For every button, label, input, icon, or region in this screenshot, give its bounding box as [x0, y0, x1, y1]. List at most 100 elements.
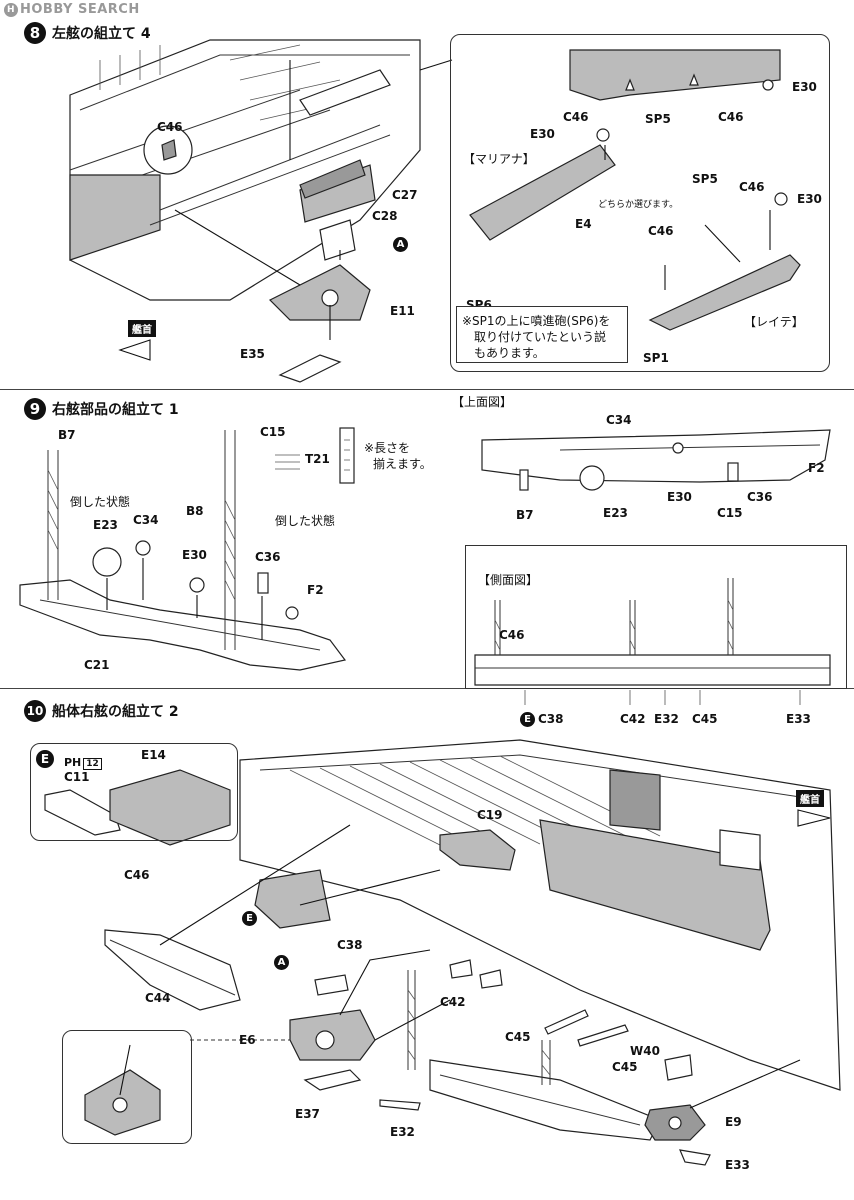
part-label-w40: W40	[630, 1044, 660, 1058]
paint-code-prefix: PH	[64, 756, 82, 769]
side-view-title: 【側面図】	[478, 573, 539, 587]
step9-parts-drawing	[19, 427, 355, 671]
top-view-drawing	[481, 429, 831, 491]
top-view-label-c15: C15	[717, 506, 743, 520]
folded-state-note-b8: 倒した状態	[275, 514, 336, 528]
part-label-c46-b: C46	[648, 224, 674, 238]
part-label-c46-left: C46	[563, 110, 589, 124]
step10-hull-drawing	[239, 739, 841, 1141]
side-view-box	[465, 545, 847, 689]
part-label-t21: T21	[305, 452, 330, 466]
part-label-c38: C38	[337, 938, 363, 952]
part-label-e30-top: E30	[792, 80, 817, 94]
choice-note: どちらか選びます。	[598, 200, 679, 210]
part-label-b7: B7	[58, 428, 76, 442]
part-label-f2: F2	[307, 583, 324, 597]
part-label-e35: E35	[240, 347, 265, 361]
side-view-label-c46: C46	[499, 628, 525, 642]
top-view-label-b7: B7	[516, 508, 534, 522]
folded-state-note-b7: 倒した状態	[70, 495, 131, 509]
section-divider	[0, 389, 854, 390]
part-label-e33: E33	[725, 1158, 750, 1172]
hull-left-side-drawing	[69, 39, 453, 383]
detail-box-drawing	[469, 49, 801, 331]
part-label-c15: C15	[260, 425, 286, 439]
part-label-e23: E23	[93, 518, 118, 532]
detail-box	[450, 34, 830, 372]
variant-mariana-label: 【マリアナ】	[463, 152, 535, 166]
detail-inset-box	[62, 1030, 192, 1144]
side-view-label-c45: C45	[692, 712, 718, 726]
marker-a: A	[393, 237, 408, 252]
part-label-sp5-top: SP5	[645, 112, 671, 126]
part-label-e11: E11	[390, 304, 415, 318]
part-label-e6: E6	[239, 1033, 256, 1047]
step-number: 10	[24, 700, 46, 722]
length-note-line-2: 揃えます。	[373, 457, 432, 471]
part-label-e14: E14	[141, 748, 166, 762]
top-view-label-c36: C36	[747, 490, 773, 504]
section-divider	[0, 688, 854, 689]
part-label-c34: C34	[133, 513, 159, 527]
marker-a: A	[274, 955, 289, 970]
part-label-e32: E32	[390, 1125, 415, 1139]
marker-e: E	[242, 911, 257, 926]
length-note-line-1: ※長さを	[364, 441, 411, 455]
sp6-note-line-2: 取り付けていたという説	[474, 330, 607, 344]
part-label-c36: C36	[255, 550, 281, 564]
step-title: 左舷の組立て 4	[52, 26, 151, 42]
part-label-e9: E9	[725, 1115, 742, 1129]
part-label-c46-right: C46	[718, 110, 744, 124]
step-8-header: 8 左舷の組立て 4	[24, 22, 151, 44]
part-label-e4: E4	[575, 217, 592, 231]
part-label-c45-a: C45	[505, 1030, 531, 1044]
part-label-c44: C44	[145, 991, 171, 1005]
top-view-label-f2: F2	[808, 461, 825, 475]
step-9-header: 9 右舷部品の組立て 1	[24, 398, 179, 420]
side-view-drawing	[474, 578, 831, 705]
part-label-c46: C46	[124, 868, 150, 882]
top-view-label-e23: E23	[603, 506, 628, 520]
marker-e-side: E	[520, 712, 535, 727]
step10-parts-drawing	[44, 769, 831, 1166]
part-label-c19: C19	[477, 808, 503, 822]
bow-direction-label: 艦首	[128, 320, 156, 337]
side-view-label-c42: C42	[620, 712, 646, 726]
marker-e-box: E	[36, 750, 54, 768]
part-label-c42: C42	[440, 995, 466, 1009]
bow-direction-label: 艦首	[796, 790, 824, 807]
side-view-label-c38: C38	[538, 712, 564, 726]
sp6-note-box	[456, 306, 628, 363]
part-label-b8: B8	[186, 504, 204, 518]
part-label-c27: C27	[392, 188, 418, 202]
side-view-label-e32: E32	[654, 712, 679, 726]
part-label-sp5: SP5	[692, 172, 718, 186]
sp6-note-line-1: ※SP1の上に噴進砲(SP6)を	[462, 314, 611, 328]
top-view-label-e30: E30	[667, 490, 692, 504]
part-label-c21: C21	[84, 658, 110, 672]
part-label-e37: E37	[295, 1107, 320, 1121]
side-view-label-e33: E33	[786, 712, 811, 726]
step-title: 船体右舷の組立て 2	[52, 704, 179, 720]
part-label-e30: E30	[182, 548, 207, 562]
top-view-label-c34: C34	[606, 413, 632, 427]
step-title: 右舷部品の組立て 1	[52, 402, 179, 418]
step-number: 9	[24, 398, 46, 420]
step-number: 8	[24, 22, 46, 44]
part-label-c46-a: C46	[739, 180, 765, 194]
top-view-title: 【上面図】	[452, 395, 513, 409]
paint-detail-box	[30, 743, 238, 841]
part-label-sp1: SP1	[643, 351, 669, 365]
part-label-e30-right: E30	[797, 192, 822, 206]
sp6-note-line-3: もあります。	[474, 346, 545, 360]
part-label-e30-mid: E30	[530, 127, 555, 141]
step-10-header: 10 船体右舷の組立て 2	[24, 700, 179, 722]
paint-code-number: 12	[83, 758, 102, 770]
part-label-c28: C28	[372, 209, 398, 223]
part-label-c45-b: C45	[612, 1060, 638, 1074]
part-label-c46: C46	[157, 120, 183, 134]
variant-leyte-label: 【レイテ】	[744, 315, 804, 329]
